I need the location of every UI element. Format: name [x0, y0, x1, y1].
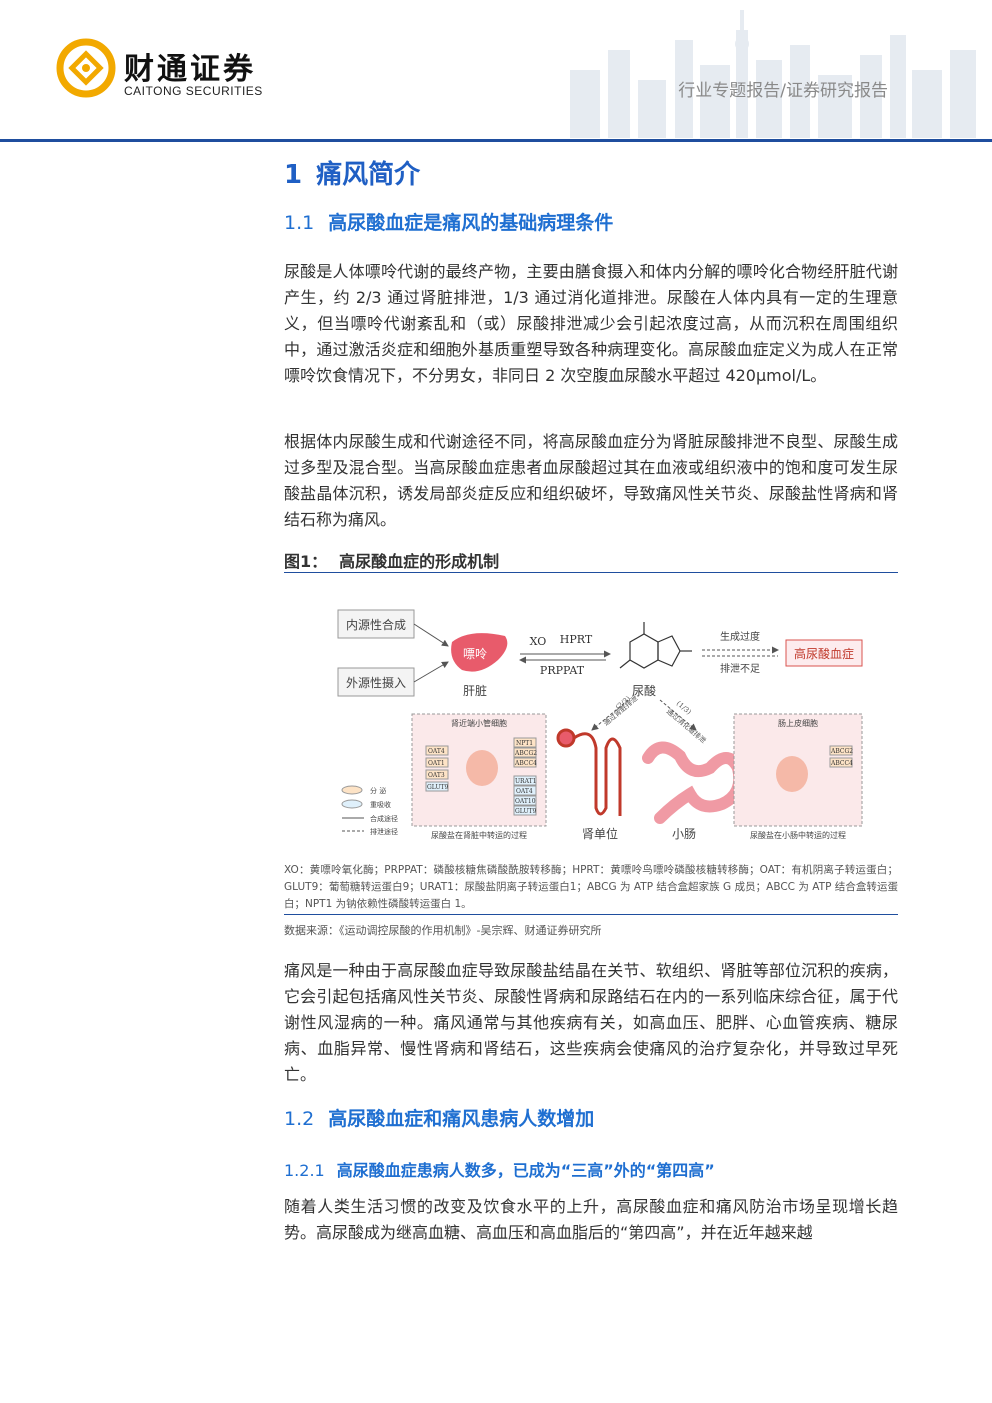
paragraph-gout-definition: 痛风是一种由于高尿酸血症导致尿酸盐结晶在关节、软组织、肾脏等部位沉积的疾病，它会…	[284, 961, 898, 1084]
kidney-caption: 尿酸盐在肾脏中转运的过程	[431, 830, 527, 840]
figure-top-rule	[284, 572, 898, 573]
figure-note: XO：黄嘌呤氧化酶；PRPPAT：磷酸核糖焦磷酸酰胺转移酶；HPRT：黄嘌呤鸟嘌…	[284, 864, 898, 910]
figure-source: 数据来源：《运动调控尿酸的作用机制》-吴宗辉、财通证券研究所	[284, 924, 602, 937]
diagram-legend: 分 泌 重吸收 合成途径 排泄途径	[341, 785, 398, 836]
paragraph-uric-acid: 尿酸是人体嘌呤代谢的最终产物，主要由膳食摄入和体内分解的嘌呤化合物经肝脏代谢产生…	[284, 262, 898, 385]
transporter-glut9-apical: GLUT9	[515, 808, 537, 815]
figure-bottom-rule	[284, 914, 898, 915]
hyperuricemia-label: 高尿酸血症	[794, 646, 854, 661]
transporter-oat4: OAT4	[428, 748, 445, 755]
brand-name-en: CAITONG SECURITIES	[124, 84, 263, 98]
transporter-oat4-apical: OAT4	[516, 788, 533, 795]
uric-acid-structure	[619, 622, 692, 669]
header-divider	[0, 139, 992, 142]
section-heading-1: 1 痛风简介	[284, 154, 420, 191]
transporter-glut9: GLUT9	[427, 784, 449, 791]
section-title: 高尿酸血症是痛风的基础病理条件	[328, 212, 614, 234]
figure-title: 图1： 高尿酸血症的形成机制	[284, 548, 499, 572]
exogenous-label: 外源性摄入	[346, 675, 406, 690]
uric-acid-label: 尿酸	[632, 683, 656, 698]
kidney-cell-nucleus	[466, 750, 498, 786]
legend-excrete: 排泄途径	[370, 827, 398, 836]
transporter-abcc4-gut: ABCC4	[830, 760, 853, 767]
transporter-abcg2-gut: ABCG2	[830, 748, 853, 755]
enzyme-prppat: PRPPAT	[540, 664, 585, 677]
transporter-urat1: URAT1	[515, 778, 536, 785]
gut-cell-label: 肠上皮细胞	[778, 718, 818, 728]
transporter-oat3: OAT3	[428, 772, 445, 779]
section-heading-1-1: 1.1 高尿酸血症是痛风的基础病理条件	[284, 208, 613, 235]
paragraph-market-trend: 随着人类生活习惯的改变及饮食水平的上升，高尿酸血症和痛风防治市场呈现增长趋势。高…	[284, 1197, 898, 1242]
nephron-label: 肾单位	[582, 826, 618, 841]
intestine-label: 小肠	[672, 827, 696, 841]
section-title: 高尿酸血症和痛风患病人数增加	[328, 1108, 595, 1130]
legend-synth: 合成途径	[370, 814, 398, 823]
transporter-abcc4: ABCC4	[514, 760, 537, 767]
intestine-icon	[642, 741, 746, 824]
purine-label: 嘌呤	[463, 646, 487, 661]
enzyme-xo: XO	[530, 635, 547, 648]
section-title: 痛风简介	[316, 160, 421, 190]
section-number: 1.2	[284, 1108, 315, 1130]
overproduction-label: 生成过度	[720, 630, 760, 643]
paragraph-classification: 根据体内尿酸生成和代谢途径不同，将高尿酸血症分为肾脏尿酸排泄不良型、尿酸生成过多…	[284, 432, 898, 529]
section-heading-1-2: 1.2 高尿酸血症和痛风患病人数增加	[284, 1104, 594, 1131]
city-skyline-decoration	[570, 10, 976, 138]
transporter-oat10: OAT10	[515, 798, 536, 805]
legend-reabsorb: 重吸收	[370, 800, 391, 809]
underexcretion-label: 排泄不足	[720, 662, 760, 675]
brand-name-cn: 财通证券	[124, 52, 256, 87]
section-number: 1.1	[284, 212, 315, 234]
liver-label: 肝脏	[463, 683, 487, 698]
section-number: 1.2.1	[284, 1161, 325, 1180]
report-type: 行业专题报告/证券研究报告	[678, 81, 888, 101]
gut-cell-nucleus	[776, 756, 808, 792]
hyperuricemia-box	[785, 639, 863, 667]
transporter-oat1: OAT1	[428, 760, 445, 767]
kidney-route: 通过肾脏排泄	[602, 694, 640, 728]
section-number: 1	[284, 160, 303, 190]
kidney-cell-label: 肾近端小管细胞	[451, 718, 507, 728]
section-title: 高尿酸血症患病人数多，已成为“三高”外的“第四高”	[336, 1161, 715, 1180]
figure-label: 图1：	[284, 552, 328, 571]
page-header: 财通证券 CAITONG SECURITIES 行业专题报告/证券研究报告	[0, 0, 992, 142]
section-heading-1-2-1: 1.2.1 高尿酸血症患病人数多，已成为“三高”外的“第四高”	[284, 1157, 715, 1181]
endogenous-label: 内源性合成	[346, 617, 406, 632]
transporter-abcg2: ABCG2	[514, 750, 537, 757]
hyperuricemia-mechanism-diagram: 内源性合成 外源性摄入 嘌呤 肝脏 XO HPRT PRPPAT 尿酸 生成过度…	[337, 609, 863, 841]
transporter-npt1: NPT1	[516, 740, 533, 747]
caitong-logo-icon	[56, 38, 116, 98]
legend-secrete: 分 泌	[370, 786, 386, 795]
enzyme-hprt: HPRT	[560, 633, 593, 646]
liver-icon	[451, 633, 508, 672]
gut-caption: 尿酸盐在小肠中转运的过程	[750, 830, 846, 840]
figure-caption: 高尿酸血症的形成机制	[339, 552, 500, 571]
nephron-icon	[556, 728, 622, 816]
